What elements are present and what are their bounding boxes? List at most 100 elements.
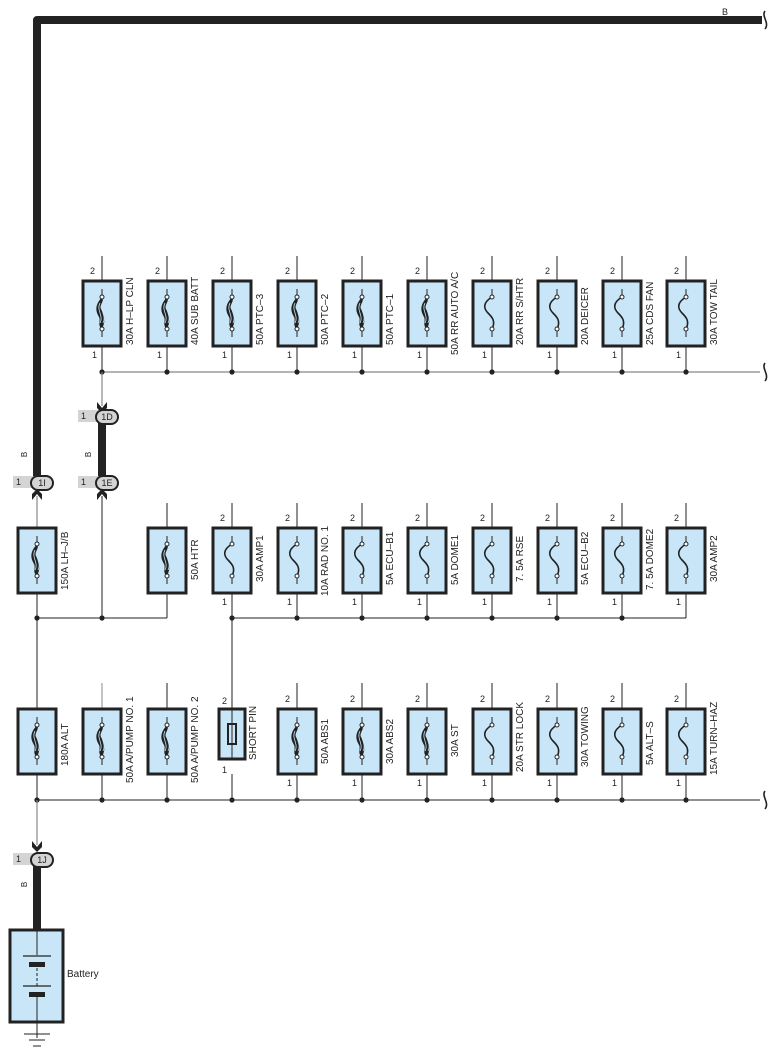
fuse-label: 5A ALT–S xyxy=(645,721,656,765)
fuse-label: 20A STR LOCK xyxy=(515,701,526,772)
wire-color-label: B xyxy=(84,451,94,458)
pin-top: 2 xyxy=(285,513,291,523)
pin-bottom: 1 xyxy=(547,597,553,607)
connector-1e: 1 1E xyxy=(78,475,119,491)
pin-bottom: 1 xyxy=(352,350,358,360)
fuse-label: 40A SUB BATT xyxy=(190,276,201,345)
pin-bottom: 1 xyxy=(352,778,358,788)
pin-top: 2 xyxy=(480,266,486,276)
connector-1i: 1 1I xyxy=(13,475,54,491)
pin-bottom: 1 xyxy=(482,350,488,360)
pin-top: 2 xyxy=(220,513,226,523)
pin-bottom: 1 xyxy=(612,350,618,360)
pin-bottom: 1 xyxy=(676,778,682,788)
fuse-label: 30A TOW TAIL xyxy=(709,279,720,345)
fuse-label: 5A DOME1 xyxy=(450,534,461,585)
pin-bottom: 1 xyxy=(482,597,488,607)
connector-pin: 1 xyxy=(16,477,22,487)
connector-id: 1D xyxy=(95,409,119,425)
row-1-wiring xyxy=(97,256,768,413)
pin-top: 2 xyxy=(610,513,616,523)
pin-top: 2 xyxy=(90,266,96,276)
row-2-wiring xyxy=(32,489,687,709)
connector-pin: 1 xyxy=(81,411,87,421)
pin-top: 2 xyxy=(674,694,680,704)
fuse-label: 50A PTC–3 xyxy=(255,293,266,345)
connector-pin: 1 xyxy=(81,477,87,487)
pin-bottom: 1 xyxy=(352,597,358,607)
fuse-label: 20A RR S/HTR xyxy=(515,277,526,345)
fuse-label: 15A TURN–HAZ xyxy=(709,701,720,775)
fuse-label: 30A ST xyxy=(450,724,461,757)
pin-bottom: 1 xyxy=(92,350,98,360)
fuse-label: 25A CDS FAN xyxy=(645,281,656,345)
pin-top: 2 xyxy=(545,266,551,276)
pin-bottom: 1 xyxy=(676,597,682,607)
fuse-label: 5A ECU–B2 xyxy=(580,531,591,585)
pin-bottom: 1 xyxy=(157,350,163,360)
fuse-label: 50A ABS1 xyxy=(320,718,331,764)
battery-label: Battery xyxy=(67,969,99,980)
pin-top: 2 xyxy=(674,513,680,523)
pin-bottom: 1 xyxy=(417,778,423,788)
pin-top: 2 xyxy=(415,513,421,523)
fuse-label: 50A PTC–1 xyxy=(385,293,396,345)
wire-color-label: B xyxy=(20,451,30,458)
fuse-label: 50A PTC–2 xyxy=(320,293,331,345)
connector-id: 1I xyxy=(30,475,54,491)
fuse-label: 150A LH–J/B xyxy=(60,531,71,590)
pin-bottom: 1 xyxy=(222,350,228,360)
pin-top: 2 xyxy=(350,513,356,523)
pin-top: 2 xyxy=(415,266,421,276)
pin-top: 2 xyxy=(480,694,486,704)
pin-bottom: 1 xyxy=(222,765,228,775)
pin-bottom: 1 xyxy=(676,350,682,360)
pin-bottom: 1 xyxy=(417,597,423,607)
fuse-label: 7. 5A DOME2 xyxy=(645,528,656,590)
pin-top: 2 xyxy=(674,266,680,276)
pin-top: 2 xyxy=(350,266,356,276)
battery-symbol xyxy=(8,866,65,1047)
pin-top: 2 xyxy=(155,266,161,276)
pin-bottom: 1 xyxy=(287,350,293,360)
fuse-label: 5A ECU–B1 xyxy=(385,531,396,585)
fuse-label: 50A HTR xyxy=(190,539,201,580)
fuse-label: SHORT PIN xyxy=(248,705,259,760)
fuse-label: 50A A/PUMP NO. 2 xyxy=(190,696,201,783)
main-wire-color-label: B xyxy=(722,7,729,17)
row-3-wiring xyxy=(32,683,768,852)
fuse-label: 30A AMP2 xyxy=(709,535,720,582)
pin-top: 2 xyxy=(610,266,616,276)
fuse-label: 30A H–LP CLN xyxy=(125,277,136,345)
pin-bottom: 1 xyxy=(287,597,293,607)
pin-top: 2 xyxy=(545,694,551,704)
pin-top: 2 xyxy=(222,696,228,706)
fuse-label: 20A DEICER xyxy=(580,287,591,345)
fuse-label: 30A ABS2 xyxy=(385,718,396,764)
pin-bottom: 1 xyxy=(547,350,553,360)
pin-top: 2 xyxy=(610,694,616,704)
connector-1j: 1 1J xyxy=(13,852,54,868)
pin-top: 2 xyxy=(545,513,551,523)
pin-bottom: 1 xyxy=(612,778,618,788)
pin-top: 2 xyxy=(220,266,226,276)
connector-id: 1E xyxy=(95,475,119,491)
pin-bottom: 1 xyxy=(547,778,553,788)
fuse-label: 30A AMP1 xyxy=(255,535,266,582)
pin-top: 2 xyxy=(285,266,291,276)
connector-1d: 1 1D xyxy=(78,409,119,425)
pin-bottom: 1 xyxy=(482,778,488,788)
connector-id: 1J xyxy=(30,852,54,868)
fuse-label: 50A RR AUTO A/C xyxy=(450,271,461,355)
fuse-label: 7. 5A RSE xyxy=(515,535,526,582)
pin-bottom: 1 xyxy=(612,597,618,607)
pin-top: 2 xyxy=(350,694,356,704)
pin-top: 2 xyxy=(480,513,486,523)
pin-top: 2 xyxy=(415,694,421,704)
fuse-label: 50A A/PUMP NO. 1 xyxy=(125,696,136,783)
fuse-label: 180A ALT xyxy=(60,723,71,766)
fuse-label: 10A RAD NO. 1 xyxy=(320,525,331,596)
pin-bottom: 1 xyxy=(222,597,228,607)
